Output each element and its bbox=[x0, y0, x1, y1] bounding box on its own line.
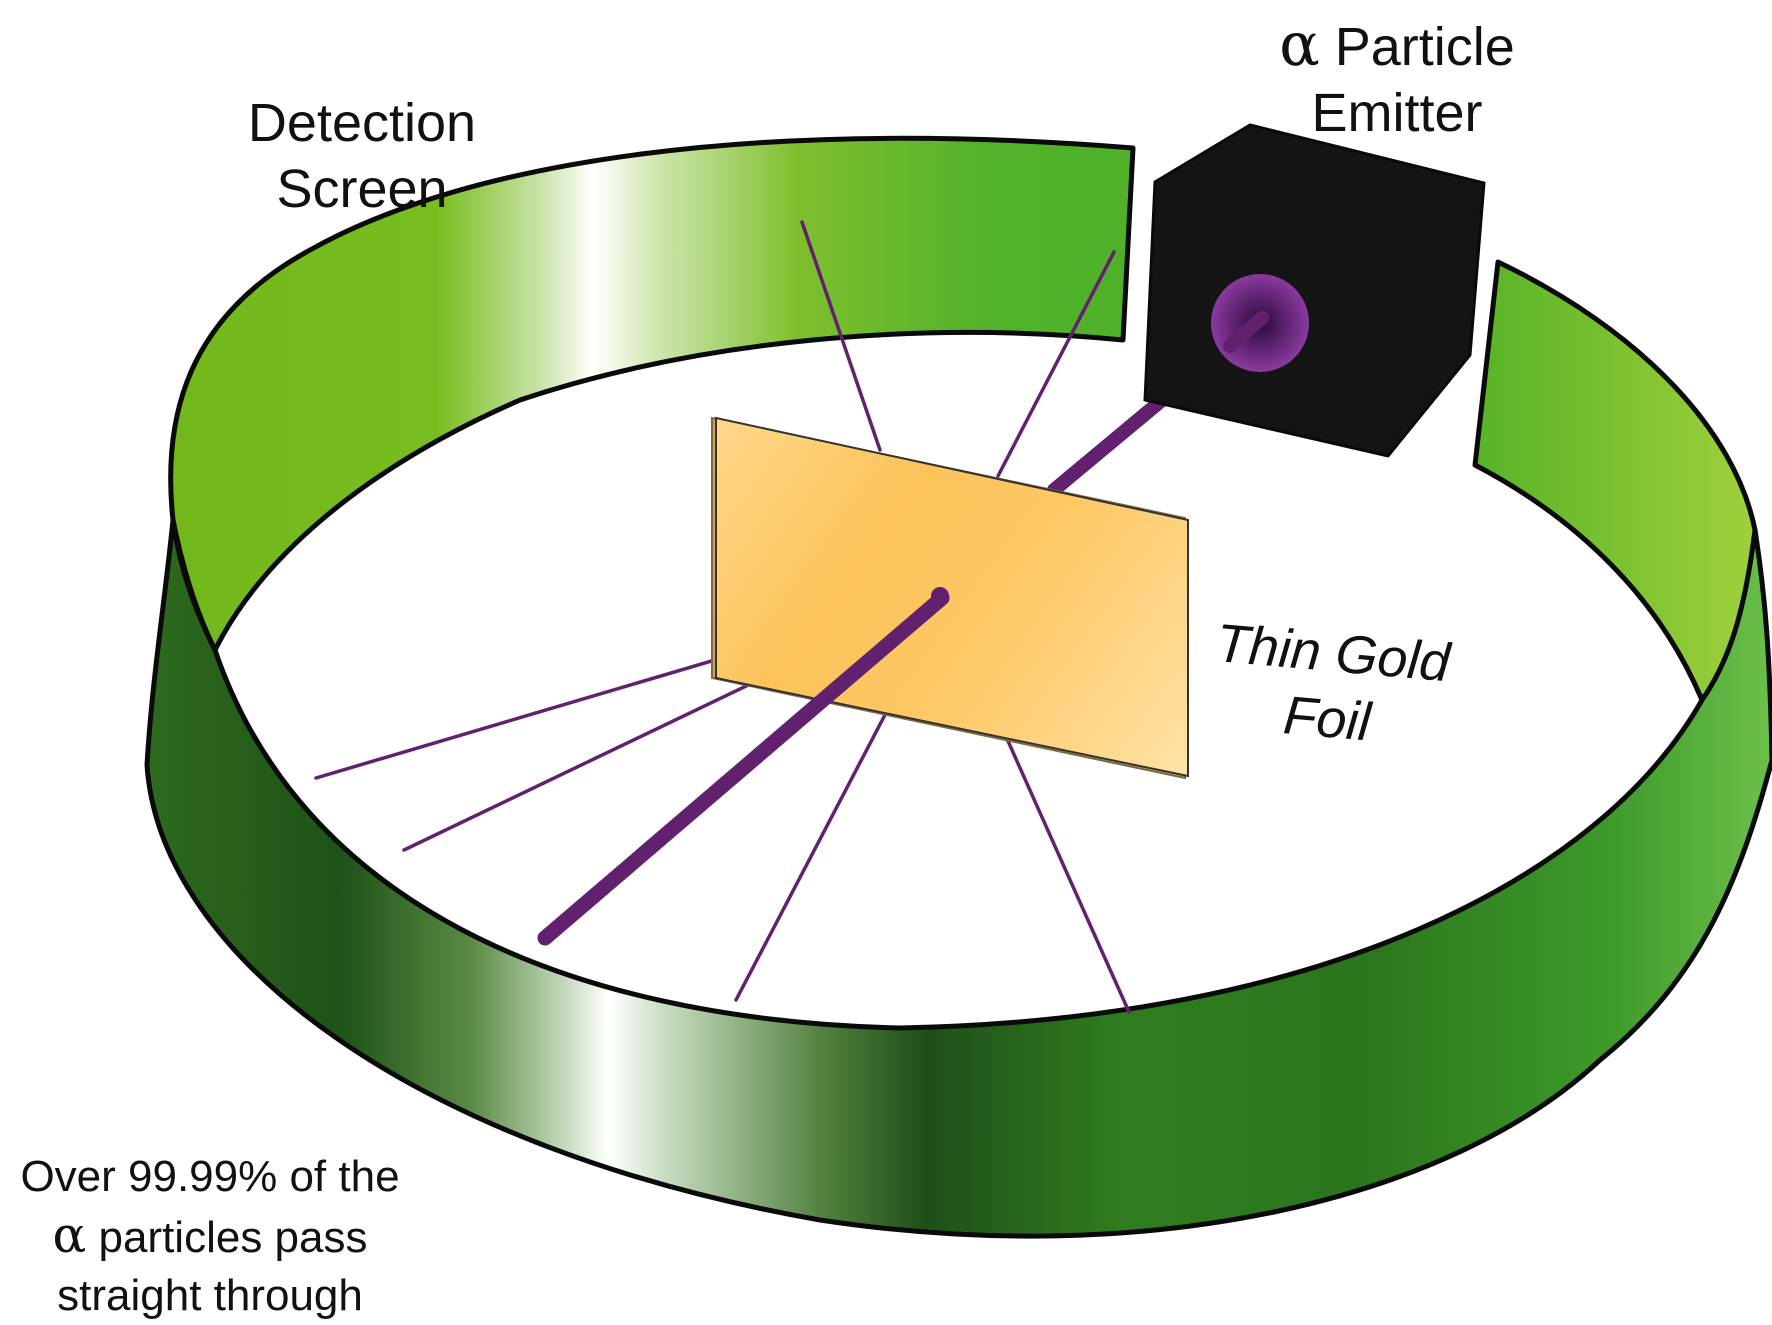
detection-screen-outer-face bbox=[144, 517, 1772, 1239]
emitter-label: α Particle Emitter bbox=[1279, 10, 1515, 143]
detection-screen-label: Detection Screen bbox=[247, 93, 477, 219]
alpha-symbol: α bbox=[52, 1206, 87, 1264]
transmitted-alpha-beam bbox=[537, 590, 950, 946]
impact-point bbox=[931, 587, 949, 605]
gold-foil-label: Thin Gold Foil bbox=[1213, 613, 1453, 753]
detection-screen-inner-face-right bbox=[1472, 259, 1759, 703]
alpha-symbol: α bbox=[1279, 10, 1320, 80]
transmission-note-label: Over 99.99% of the α particles pass stra… bbox=[20, 1152, 400, 1320]
alpha-particle-emitter-icon bbox=[1143, 123, 1486, 458]
